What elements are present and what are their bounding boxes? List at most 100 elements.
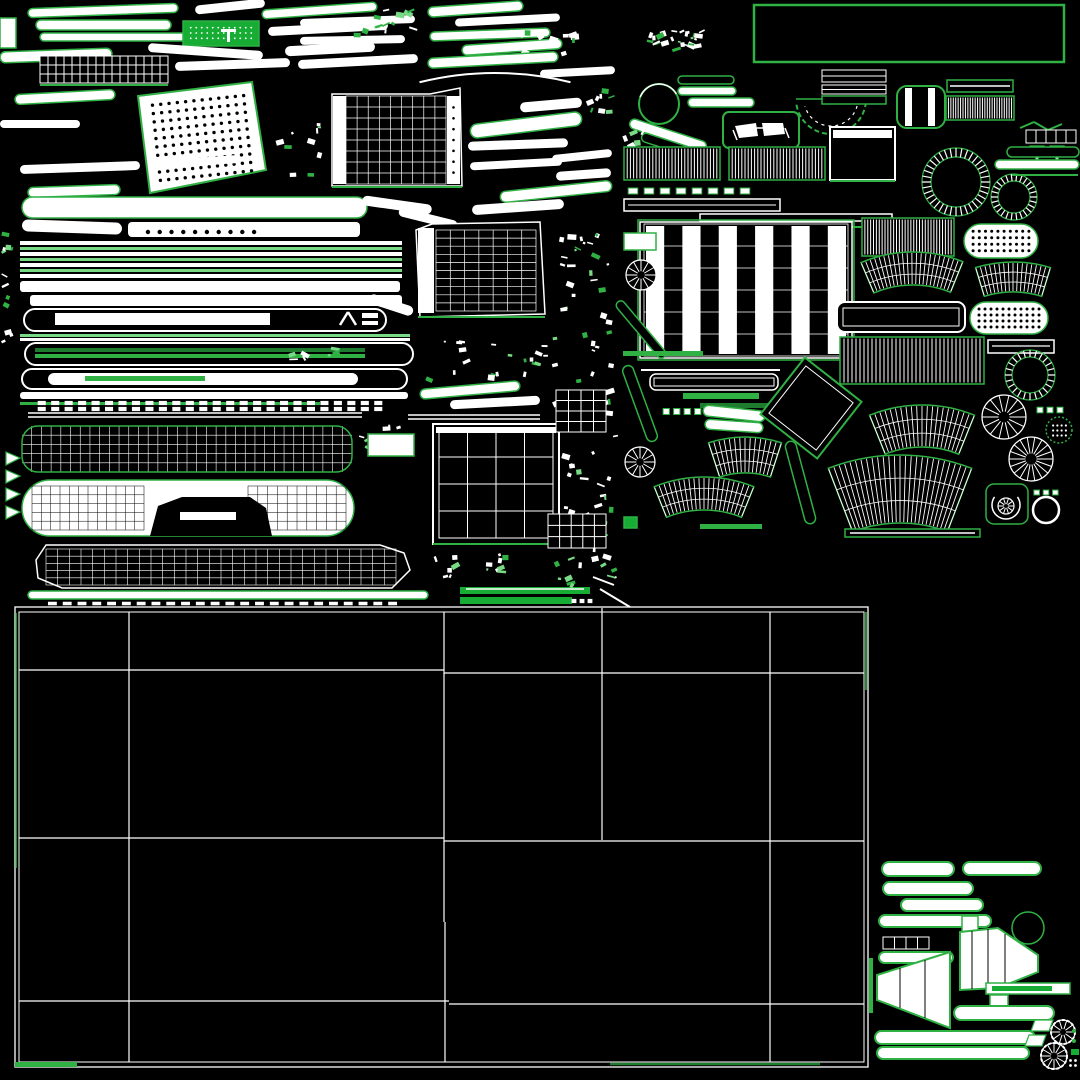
uv-lines (1019, 121, 1063, 131)
uv-rect (85, 376, 205, 381)
uv-dots (145, 229, 257, 235)
uv-pill (1006, 146, 1080, 158)
tick-ring (990, 173, 1038, 221)
uv-rect (20, 402, 320, 405)
uv-rect (35, 354, 365, 358)
uv-pill (368, 294, 414, 316)
uv-spokes (981, 394, 1027, 440)
uv-pill (556, 168, 611, 181)
uv-rect (1071, 1049, 1079, 1055)
uv-rect (842, 307, 960, 327)
uv-pill (687, 97, 755, 108)
uv-rect (992, 986, 1052, 991)
tick-ring (921, 147, 991, 217)
uv-pill (520, 97, 582, 113)
uv-grid (555, 389, 607, 433)
uv-dots (452, 106, 455, 174)
uv-pill (881, 861, 955, 877)
uv-rect (20, 281, 400, 292)
uv-pill (677, 75, 735, 85)
uv-pill (148, 43, 263, 60)
uv-pill (994, 159, 1080, 170)
uv-rect (180, 512, 236, 520)
goggles-island (722, 111, 800, 149)
mesh-panel (35, 544, 411, 589)
uv-rect (20, 263, 402, 267)
uv-dots (1052, 424, 1067, 437)
uv-hatch (839, 336, 985, 385)
uv-rect (460, 597, 572, 604)
uv-rect (20, 392, 408, 399)
uv-poly (1024, 1034, 1047, 1047)
grille-panel (39, 55, 169, 84)
uv-pill (962, 861, 1042, 876)
uv-spokes (624, 446, 656, 478)
uv-scatter (433, 553, 509, 579)
uv-pill (876, 1046, 1030, 1060)
uv-dots (1072, 1029, 1076, 1043)
uv-fan (974, 261, 1052, 298)
uv-arc (991, 496, 1021, 520)
uv-dots (971, 229, 1031, 253)
uv-pill (35, 19, 172, 31)
uv-pill (27, 183, 121, 199)
uv-spokes (1008, 436, 1054, 482)
uv-scatter (353, 8, 418, 38)
uv-rect (928, 88, 935, 126)
uv-rect (418, 228, 434, 313)
uv-circle (1031, 495, 1061, 525)
uv-grid (435, 229, 537, 312)
uv-dots (571, 598, 593, 604)
uv-rect (20, 274, 402, 278)
uv-rect (221, 29, 236, 32)
uv-poly (5, 505, 22, 520)
uv-pill (874, 1030, 1036, 1045)
uv-rect (700, 403, 770, 408)
uv-pill (615, 300, 667, 359)
uv-rect (649, 373, 779, 391)
uv-rect (30, 295, 402, 306)
uv-grid (1025, 129, 1077, 144)
uv-poly (5, 487, 22, 502)
dotted-panel (969, 301, 1049, 335)
uv-lines (28, 412, 362, 418)
grid-hlines (19, 669, 864, 1005)
uv-grid (31, 485, 145, 531)
uv-rect (20, 247, 402, 250)
uv-rect (653, 377, 775, 387)
uv-pill (427, 51, 559, 69)
uv-lines (899, 960, 926, 1018)
uv-hatch (728, 146, 826, 181)
funnel-island (876, 950, 951, 1030)
uv-scatter (0, 231, 14, 344)
uv-lines (971, 929, 1006, 989)
green-filled-rect (182, 20, 260, 47)
uv-pill (461, 38, 563, 56)
uv-rect (0, 17, 17, 49)
uv-pill (450, 395, 540, 410)
grid-vlines (128, 608, 771, 1062)
uv-pill (150, 155, 240, 169)
mesh-panel (331, 87, 463, 187)
uv-pill (552, 149, 612, 163)
uv-pill (470, 157, 562, 171)
uv-poly (5, 451, 22, 466)
uv-fan (653, 476, 755, 519)
uv-rect (128, 222, 360, 237)
uv-rect (20, 258, 402, 261)
diamond-island (759, 356, 863, 460)
uv-lines (732, 127, 790, 141)
uv-pill (27, 590, 429, 600)
uv-scatter (275, 122, 323, 178)
uv-pill (784, 440, 817, 525)
uv-grid (438, 429, 554, 539)
funnel-island (959, 926, 1039, 992)
uv-pill (195, 0, 265, 15)
uv-hatch (945, 95, 1015, 121)
uv-grid (45, 548, 397, 586)
uv-pill (298, 54, 418, 69)
uv-rect (869, 958, 873, 1013)
uv-pill (419, 380, 521, 400)
uv-pill (953, 1005, 1055, 1021)
